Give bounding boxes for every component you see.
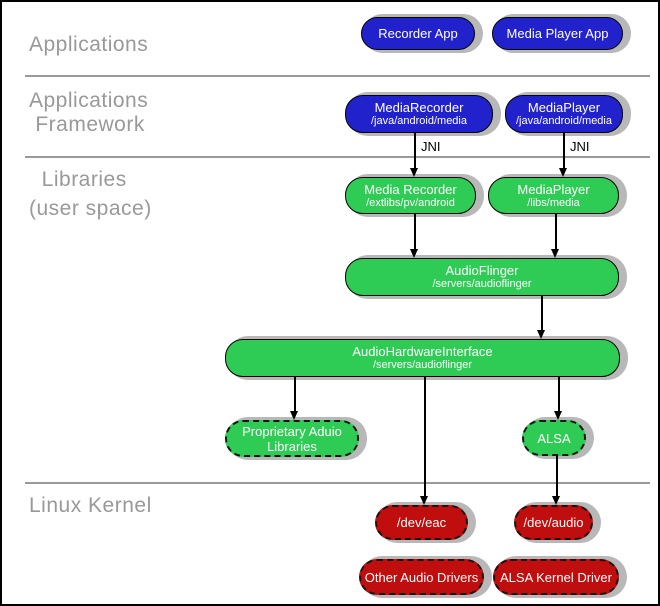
node-alsa: ALSA <box>522 420 586 456</box>
node-mediaplayer-framework: MediaPlayer /java/android/media <box>505 95 623 133</box>
node-dev-audio: /dev/audio <box>514 505 593 540</box>
layer-label-applications-framework: Applications Framework <box>29 89 148 137</box>
edge-hwinterface-to-deveac-arrowhead <box>420 496 428 505</box>
edge-alsa-to-devaudio-arrowhead <box>552 496 560 505</box>
node-mediaplayer-framework-title: MediaPlayer <box>527 100 601 115</box>
node-mediaplayer-lib-path: /libs/media <box>527 196 580 209</box>
edge-mediarecorder-to-audioflinger-arrowhead <box>410 249 418 258</box>
node-other-audio-drivers: Other Audio Drivers <box>359 559 484 595</box>
edge-hwinterface-to-proprietary-line <box>294 377 296 411</box>
node-dev-eac-title: /dev/eac <box>396 515 447 530</box>
node-dev-eac: /dev/eac <box>375 505 468 540</box>
node-mediarecorder-framework-path: /java/android/media <box>370 115 467 127</box>
edge-mediarecorder-jni-line <box>414 133 416 168</box>
edge-mediaplayer-to-audioflinger-arrowhead <box>551 249 559 258</box>
libraries-label-line1: Libraries <box>29 168 127 191</box>
edge-mediarecorder-to-audioflinger-line <box>414 214 416 249</box>
node-media-recorder-lib-path: /extlibs/pv/android <box>366 196 455 209</box>
node-audiohardwareinterface-path: /servers/audioflinger <box>372 359 473 371</box>
edge-hwinterface-to-alsa-arrowhead <box>554 411 562 420</box>
node-recorder-app: Recorder App <box>361 17 475 50</box>
node-mediaplayer-lib: MediaPlayer /libs/media <box>488 177 619 214</box>
node-mediarecorder-framework-title: MediaRecorder <box>374 100 464 115</box>
node-mediaplayer-lib-title: MediaPlayer <box>517 181 590 197</box>
divider-libraries-kernel <box>25 482 650 484</box>
node-mediaplayer-framework-path: /java/android/media <box>515 115 612 127</box>
edge-hwinterface-to-deveac-line <box>424 377 426 496</box>
edge-alsa-to-devaudio-line <box>556 456 558 496</box>
node-recorder-app-title: Recorder App <box>378 26 458 41</box>
framework-label-line1: Applications <box>29 89 149 112</box>
node-proprietary-audio-libraries: Proprietary Aduio Libraries <box>225 420 359 457</box>
node-media-recorder-lib-title: Media Recorder <box>364 181 457 197</box>
node-audioflinger: AudioFlinger /servers/audioflinger <box>345 258 619 296</box>
divider-applications-framework <box>25 75 650 77</box>
layer-label-applications: Applications <box>29 33 149 56</box>
framework-label-line2: Framework <box>29 113 145 136</box>
node-audiohardwareinterface: AudioHardwareInterface /servers/audiofli… <box>225 339 620 377</box>
layer-label-linux-kernel: Linux Kernel <box>29 494 152 517</box>
node-media-recorder-lib: Media Recorder /extlibs/pv/android <box>345 177 476 214</box>
edge-audioflinger-to-hwinterface-line <box>541 296 543 330</box>
node-alsa-title: ALSA <box>537 430 571 446</box>
edge-mediaplayer-jni-arrowhead <box>559 168 567 177</box>
node-mediarecorder-framework: MediaRecorder /java/android/media <box>345 95 493 133</box>
node-media-player-app-title: Media Player App <box>506 26 609 41</box>
edge-hwinterface-to-alsa-line <box>558 377 560 411</box>
edge-hwinterface-to-proprietary-arrowhead <box>290 411 298 420</box>
divider-framework-libraries <box>25 156 650 158</box>
node-audiohardwareinterface-title: AudioHardwareInterface <box>352 344 493 359</box>
node-alsa-kernel-driver-title: ALSA Kernel Driver <box>500 569 612 585</box>
edge-mediaplayer-jni-line <box>563 133 565 168</box>
jni-label-left: JNI <box>421 139 441 154</box>
node-proprietary-audio-libraries-title: Proprietary Aduio Libraries <box>242 423 342 454</box>
node-media-player-app: Media Player App <box>492 17 623 50</box>
edge-mediarecorder-jni-arrowhead <box>410 168 418 177</box>
layer-label-libraries: Libraries (user space) <box>29 165 152 223</box>
node-audioflinger-title: AudioFlinger <box>445 263 519 278</box>
libraries-label-line2: (user space) <box>29 197 152 220</box>
jni-label-right: JNI <box>570 139 590 154</box>
edge-mediaplayer-to-audioflinger-line <box>555 214 557 249</box>
edge-audioflinger-to-hwinterface-arrowhead <box>537 330 545 339</box>
node-dev-audio-title: /dev/audio <box>523 515 584 530</box>
node-other-audio-drivers-title: Other Audio Drivers <box>364 569 479 585</box>
node-alsa-kernel-driver: ALSA Kernel Driver <box>493 559 619 595</box>
node-audioflinger-path: /servers/audioflinger <box>432 278 532 290</box>
